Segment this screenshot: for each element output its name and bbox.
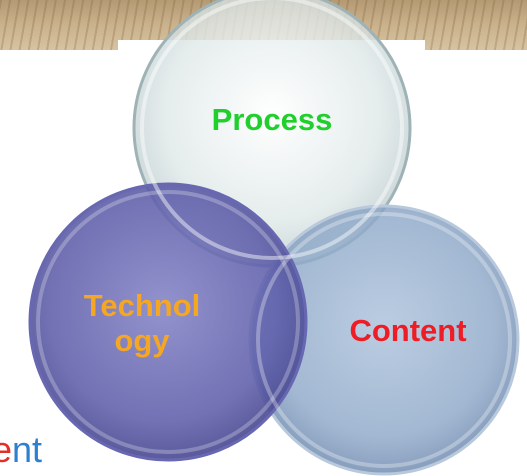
cut-off-text-fragment-2: nt (12, 429, 43, 470)
venn-rim-process (140, 0, 404, 260)
venn-label-process: Process (211, 102, 333, 137)
venn-rim-technology (36, 190, 300, 454)
venn-rim-content (256, 212, 512, 468)
cut-off-slide-text: ent (0, 432, 42, 468)
venn-label-technology: Technol ogy (83, 288, 201, 358)
venn-label-content: Content (349, 313, 467, 348)
cut-off-text-fragment-1: e (0, 429, 13, 470)
venn-circle-technology (28, 182, 308, 462)
